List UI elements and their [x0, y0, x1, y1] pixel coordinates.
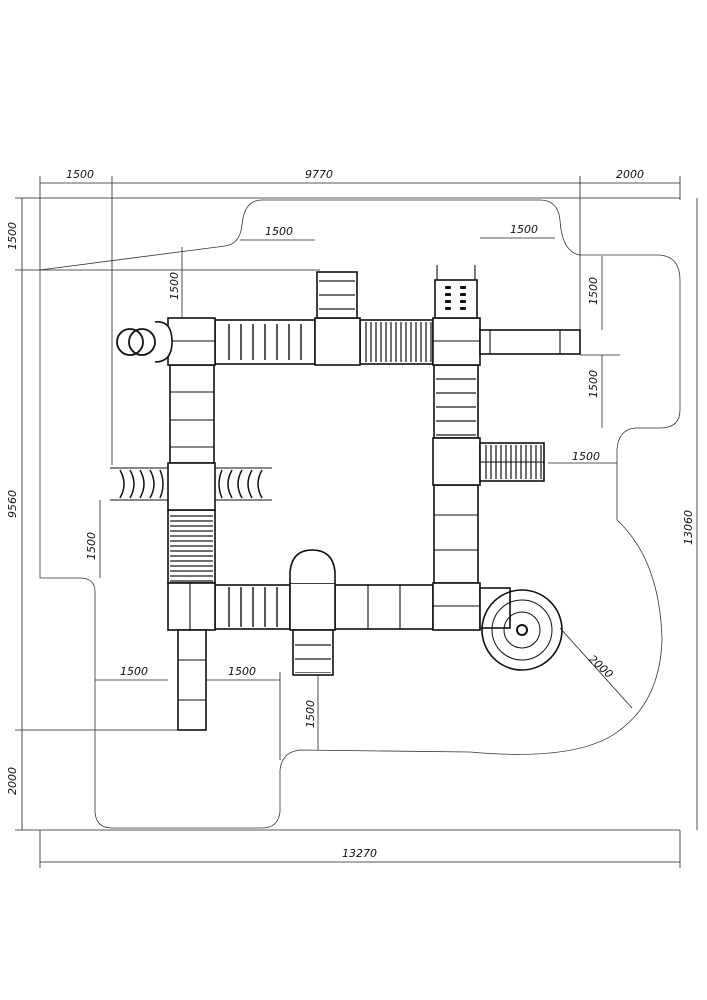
dim-overall-height: 13060 — [682, 510, 695, 545]
clearance-dimensions: 1500 1500 1500 1500 1500 1500 1500 1500 … — [85, 223, 633, 760]
tower-bottom-middle — [289, 582, 336, 631]
dim-left-side: 1500 — [85, 532, 98, 560]
tower-bottom-left — [167, 582, 216, 631]
tower-left-middle — [167, 462, 216, 511]
dim-top-middle: 1500 — [265, 225, 293, 238]
bridge-bottom-left-slats — [218, 587, 288, 627]
dimension-bottom: 13270 — [39, 830, 681, 868]
dim-top-left-offset: 1500 — [66, 168, 94, 181]
slide-bottom-left — [177, 629, 207, 731]
dimension-top: 1500 9770 2000 — [39, 168, 681, 465]
dim-bottom-middle-stairs: 1500 — [304, 700, 317, 728]
safety-zone-outline — [39, 199, 681, 829]
bridge-top-left-slats — [220, 324, 312, 360]
bridge-top-right-slats — [362, 322, 432, 362]
dim-bottom-left-slide: 1500 — [120, 665, 148, 678]
climbing-wall-top-right — [434, 265, 478, 319]
dim-spiral-slide-radius: 2000 — [586, 653, 616, 681]
dim-left-top-offset: 1500 — [6, 222, 19, 250]
dim-top-right: 1500 — [510, 223, 538, 236]
tower-right-middle — [432, 437, 481, 486]
ladder-right — [479, 442, 545, 482]
tower-top-middle — [314, 317, 361, 366]
dim-overall-width: 13270 — [342, 847, 377, 860]
tunnel-bottom — [334, 584, 434, 630]
tunnel-right — [433, 484, 479, 584]
dim-right-ladder: 1500 — [572, 450, 600, 463]
dim-bottom-middle-left: 1500 — [228, 665, 256, 678]
dim-left-bottom-offset: 2000 — [6, 767, 19, 795]
tunnel-left — [169, 364, 215, 464]
dim-top-right-offset: 2000 — [616, 168, 644, 181]
dim-right-slide-bottom: 1500 — [587, 370, 600, 398]
bridge-left-lower-slats — [170, 512, 213, 582]
slide-top-right — [479, 329, 581, 355]
dome-bottom-middle — [289, 549, 336, 583]
dim-top-span: 9770 — [305, 168, 333, 181]
arch-climbers-left — [110, 467, 272, 501]
dim-top-left-platform: 1500 — [168, 272, 181, 300]
ladder-top-middle — [316, 271, 358, 319]
dim-right-slide-top: 1500 — [587, 277, 600, 305]
play-structure — [110, 265, 581, 731]
stairs-bottom-middle — [292, 629, 334, 676]
bridge-right-upper-slats — [436, 368, 476, 436]
dim-left-span: 9560 — [6, 490, 19, 518]
dimension-left: 1500 9560 2000 — [6, 197, 680, 831]
dimension-right: 13060 — [682, 198, 698, 830]
ring-climber-top-left — [116, 321, 173, 363]
spiral-slide — [479, 587, 563, 671]
